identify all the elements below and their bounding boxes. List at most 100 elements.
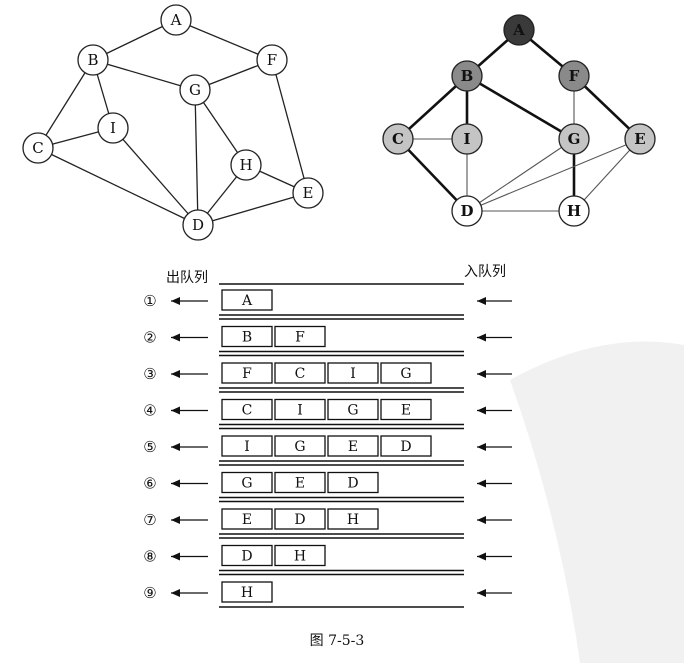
queue-item-box — [380, 435, 432, 457]
queue-item-box — [221, 362, 273, 384]
node-i: I — [451, 123, 483, 155]
node-label: H — [239, 156, 252, 174]
edge-E-D — [466, 138, 641, 212]
node-g: G — [179, 74, 211, 106]
queue-item-box — [274, 508, 326, 530]
dequeue-arrowhead — [171, 552, 180, 561]
queue-item-label: F — [242, 366, 252, 382]
queue-item-label: C — [242, 403, 253, 419]
step-number: ④ — [143, 402, 156, 420]
graph-right: A B F C I G E D H — [382, 14, 656, 227]
enqueue-arrowhead — [477, 516, 486, 524]
queue-item-label: I — [244, 439, 250, 455]
enqueue-arrowhead — [477, 370, 486, 378]
queue-item-box — [274, 362, 326, 384]
node-a: A — [160, 4, 192, 36]
queue-item-box — [274, 471, 326, 494]
queue-item-label: G — [241, 476, 252, 492]
node-label: E — [634, 130, 645, 148]
queue-item-label: E — [348, 439, 358, 455]
queue-item-label: F — [295, 330, 305, 346]
edge-C-D — [397, 138, 468, 212]
node-label: H — [567, 202, 581, 220]
queue-item-box — [274, 325, 326, 348]
queue-item-box — [274, 544, 326, 567]
step-number: ⑥ — [143, 475, 156, 493]
node-h: H — [230, 149, 262, 181]
figure-caption: 图 7-5-3 — [310, 633, 365, 649]
queue-item-label: H — [347, 512, 359, 528]
node-d: D — [451, 195, 483, 227]
queue-item-box — [221, 398, 273, 421]
edge-E-D — [197, 192, 309, 226]
queue-item-label: G — [400, 366, 411, 382]
enqueue-arrowhead — [477, 406, 486, 415]
node-label: F — [267, 51, 277, 69]
queue-item-box — [221, 289, 273, 311]
edge-G-D — [466, 138, 575, 212]
queue-item-box — [327, 435, 379, 457]
queue-item-box — [221, 325, 273, 348]
node-label: F — [569, 67, 580, 85]
node-i: I — [97, 112, 129, 144]
edge-B-C — [37, 59, 94, 149]
dequeue-arrowhead — [171, 516, 180, 524]
node-h: H — [558, 195, 590, 227]
queue-row: ⑧ D H — [143, 544, 512, 576]
queue-item-label: H — [294, 549, 306, 565]
node-d: D — [182, 209, 214, 241]
node-e: E — [624, 123, 656, 155]
queue-item-label: D — [400, 439, 411, 455]
edge-F-E — [271, 59, 309, 194]
node-f: F — [558, 60, 590, 92]
dequeue-arrowhead — [171, 589, 180, 597]
queue-item-label: E — [242, 512, 252, 528]
node-c: C — [382, 123, 414, 155]
step-number: ⑤ — [143, 438, 156, 456]
dequeue-arrowhead — [171, 370, 180, 378]
node-b: B — [77, 44, 109, 76]
queue-item-label: B — [242, 330, 252, 346]
dequeue-arrowhead — [171, 406, 180, 415]
queue-row: ② B F — [143, 325, 512, 357]
node-label: A — [170, 11, 182, 29]
node-label: A — [512, 21, 525, 39]
enqueue-arrowhead — [477, 443, 486, 451]
step-number: ⑦ — [143, 511, 156, 529]
enqueue-arrowhead — [477, 297, 486, 305]
queue-item-box — [221, 471, 273, 494]
node-g: G — [558, 123, 590, 155]
queue-item-box — [327, 362, 379, 384]
queue-item-label: D — [241, 549, 252, 565]
queue-item-label: D — [347, 476, 358, 492]
step-number: ② — [143, 329, 156, 347]
queue-item-label: I — [350, 366, 356, 382]
watermark — [510, 341, 684, 663]
node-a: A — [503, 14, 535, 46]
node-label: D — [460, 202, 473, 220]
queue-item-label: I — [297, 403, 303, 419]
edge-I-D — [112, 127, 199, 226]
queue-item-box — [327, 508, 379, 530]
node-c: C — [22, 132, 54, 164]
node-label: C — [392, 130, 404, 148]
queue-item-label: G — [294, 439, 305, 455]
queue-item-box — [221, 544, 273, 567]
node-label: G — [189, 81, 201, 99]
step-number: ⑧ — [143, 548, 156, 566]
enqueue-arrowhead — [477, 333, 486, 342]
node-label: B — [461, 67, 474, 85]
node-e: E — [292, 177, 324, 209]
node-label: B — [87, 51, 98, 69]
edge-C-D — [37, 147, 199, 226]
queue-item-box — [221, 581, 273, 603]
queue-row: ⑤ I G E D — [143, 435, 512, 466]
node-f: F — [256, 44, 288, 76]
queue-item-box — [327, 398, 379, 421]
node-label: G — [568, 130, 581, 148]
